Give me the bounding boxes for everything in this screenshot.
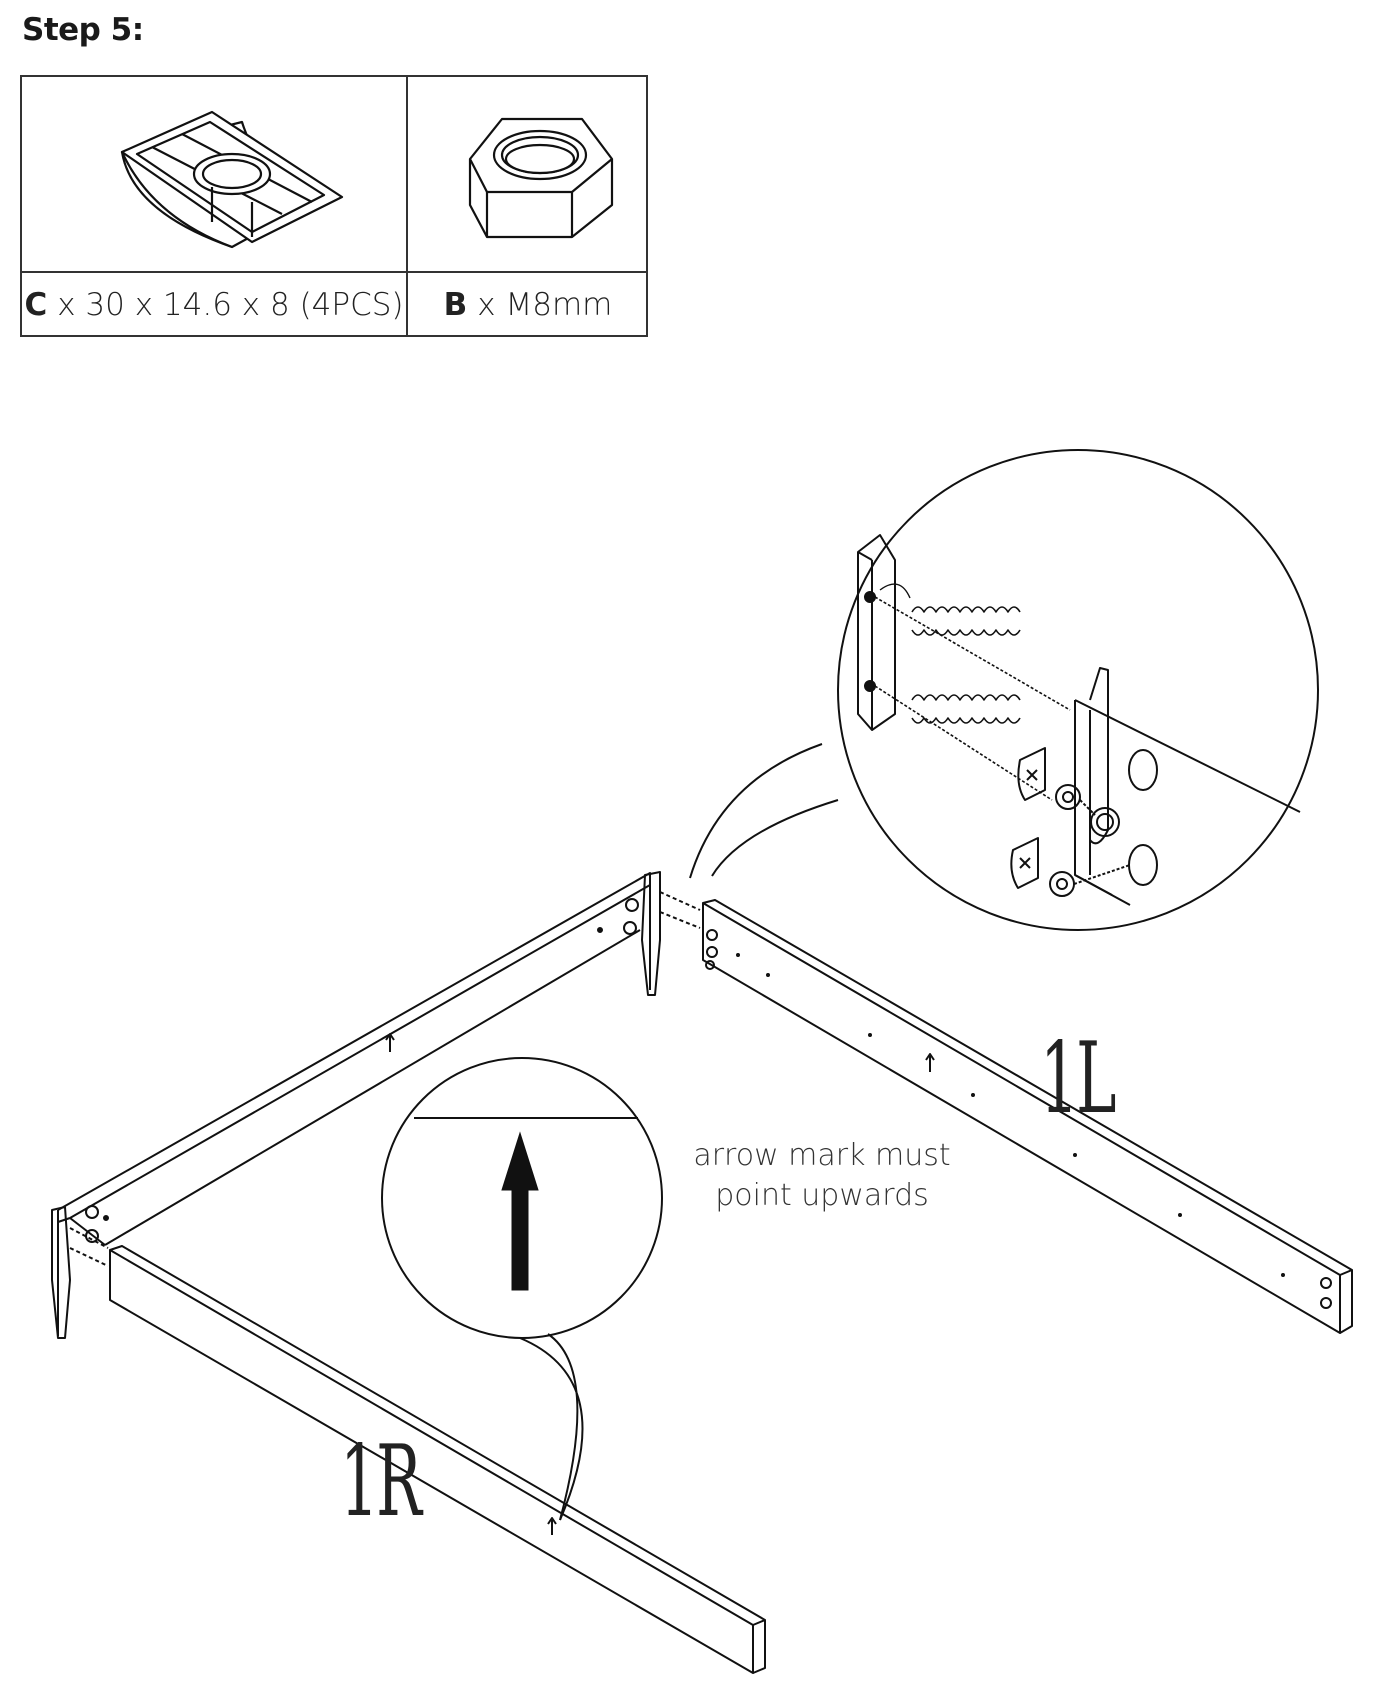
back-rail [57, 872, 651, 1246]
step-title: Step 5: [22, 12, 144, 48]
part-b-spec: x M8mm [477, 287, 613, 323]
part-b-letter: B [443, 287, 468, 323]
rail-1l-label: 1L [1040, 1022, 1117, 1136]
back-right-leg [641, 871, 661, 996]
arrow-up-icon [501, 1131, 539, 1291]
arrow-note: arrow mark must point upwards [672, 1136, 972, 1216]
back-left-leg [51, 1206, 71, 1339]
parts-table: C x 30 x 14.6 x 8 (4PCS) B x M8mm [20, 75, 648, 337]
rail-1r [109, 1245, 766, 1674]
bolt-detail-callout [689, 449, 1319, 931]
table-divider [406, 77, 408, 335]
table-divider [22, 271, 646, 273]
part-b-label: B x M8mm [408, 273, 648, 337]
rail-1r-label: 1R [340, 1425, 422, 1539]
arrow-note-line1: arrow mark must [693, 1138, 951, 1173]
hex-nut-icon [468, 117, 614, 239]
part-c-spec: x 30 x 14.6 x 8 (4PCS) [57, 287, 404, 323]
arrow-detail-callout [381, 1057, 663, 1521]
arrow-note-line2: point upwards [715, 1178, 929, 1213]
part-c-letter: C [24, 287, 48, 323]
rail-1l [702, 899, 1353, 1334]
part-c-label: C x 30 x 14.6 x 8 (4PCS) [22, 273, 406, 337]
bracket-plate-icon [120, 110, 344, 249]
